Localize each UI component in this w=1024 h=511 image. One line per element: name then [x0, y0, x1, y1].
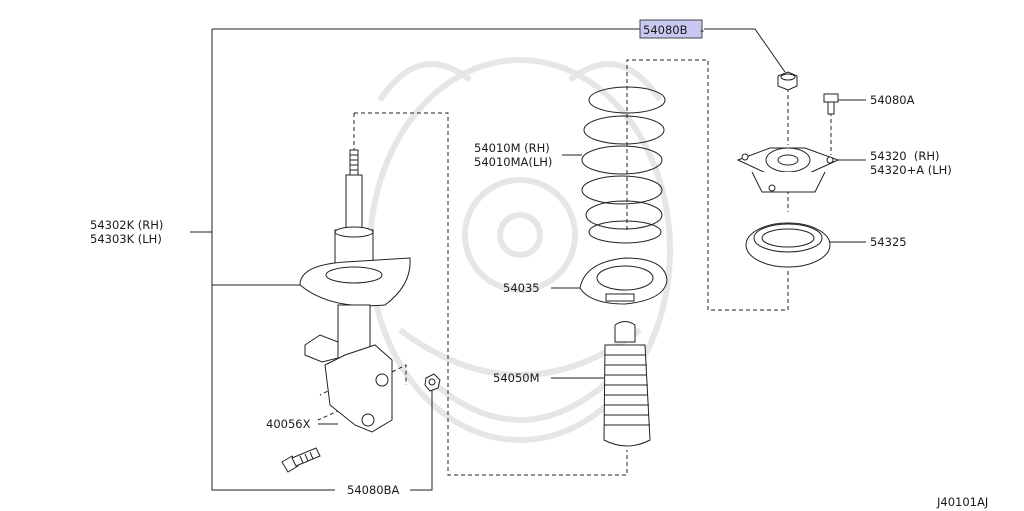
callout-highlight	[639, 19, 703, 39]
callout-54303k: 54303K (LH)	[90, 232, 162, 246]
callout-54080ba: 54080BA	[347, 483, 399, 497]
bolt-40056x	[281, 447, 321, 473]
callout-54302k: 54302K (RH)	[90, 218, 163, 232]
strut-assembly	[299, 149, 411, 433]
strut-dashed-guide	[354, 112, 628, 476]
callout-54080a: 54080A	[870, 93, 915, 107]
nut-54080ba	[424, 373, 441, 392]
coil-spring	[581, 86, 666, 244]
strut-mount	[736, 147, 840, 193]
callout-54035: 54035	[503, 281, 540, 295]
callout-54320-lh: 54320+A (LH)	[870, 163, 952, 177]
callout-54080b: 54080B	[643, 23, 688, 37]
spring-seat	[579, 257, 668, 305]
callout-54010m: 54010M (RH)	[474, 141, 550, 155]
callout-54325: 54325	[870, 235, 907, 249]
svg-text:-: -	[700, 23, 704, 37]
diagram-code: J40101AJ	[936, 495, 988, 509]
callout-40056x: 40056X	[266, 417, 311, 431]
callout-54050m: 54050M	[493, 371, 540, 385]
strut-bracket-line	[211, 29, 335, 491]
callout-54010ma: 54010MA(LH)	[474, 155, 552, 169]
callout-54320-rh: 54320 (RH)	[870, 149, 940, 163]
bolt-54080a	[823, 93, 839, 115]
nut-54080b	[777, 71, 798, 91]
bump-boot	[603, 321, 651, 447]
bearing	[745, 222, 831, 268]
